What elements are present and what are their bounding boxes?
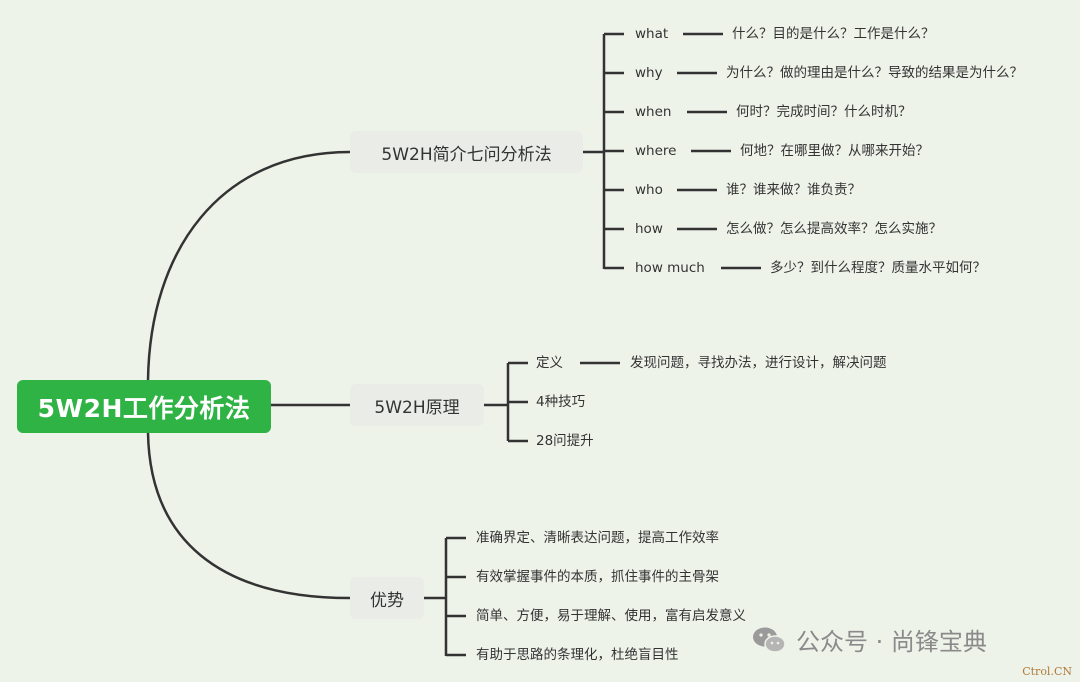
advantage-item-2: 简单、方便，易于理解、使用，富有启发意义 [476, 608, 746, 624]
advantage-item-3: 有助于思路的条理化，杜绝盲目性 [476, 647, 679, 663]
intro-key-6: how much [635, 260, 705, 276]
principle-key-1: 4种技巧 [536, 394, 586, 410]
intro-stubs [604, 32, 761, 270]
intro-key-1: why [635, 65, 663, 81]
intro-desc-1: 为什么？做的理由是什么？导致的结果是为什么？ [726, 65, 1023, 81]
advantage-stubs [446, 536, 466, 657]
advantage-item-1: 有效掌握事件的本质，抓住事件的主骨架 [476, 569, 719, 585]
intro-desc-5: 怎么做？怎么提高效率？怎么实施？ [726, 221, 942, 237]
intro-desc-2: 何时？完成时间？什么时机？ [736, 104, 912, 120]
watermark-text: 公众号 · 尚锋宝典 [796, 628, 987, 656]
advantage-item-0: 准确界定、清晰表达问题，提高工作效率 [476, 530, 719, 546]
watermark: 公众号 · 尚锋宝典 [752, 622, 987, 657]
principle-key-2: 28问提升 [536, 433, 594, 449]
branch-advantage: 优势 [350, 577, 424, 619]
intro-desc-0: 什么？目的是什么？工作是什么？ [732, 26, 935, 42]
intro-key-3: where [635, 143, 677, 159]
wechat-icon [753, 627, 786, 653]
connector-root-intro [146, 150, 351, 381]
intro-desc-6: 多少？到什么程度？质量水平如何？ [770, 260, 986, 276]
branch-principle: 5W2H原理 [350, 384, 484, 426]
root-node: 5W2H工作分析法 [17, 380, 271, 433]
intro-key-0: what [635, 26, 669, 42]
intro-desc-3: 何地？在哪里做？从哪来开始？ [740, 143, 929, 159]
principle-key-0: 定义 [536, 355, 563, 371]
intro-key-2: when [635, 104, 672, 120]
principle-desc-0: 发现问题，寻找办法，进行设计，解决问题 [630, 355, 887, 371]
principle-stubs [508, 361, 620, 443]
corner-mark: Ctrol.CN [1022, 665, 1072, 678]
intro-desc-4: 谁？谁来做？谁负责？ [726, 182, 861, 198]
intro-key-4: who [635, 182, 663, 198]
intro-key-5: how [635, 221, 663, 237]
connector-root-advantage [146, 432, 351, 600]
branch-intro: 5W2H简介七问分析法 [350, 131, 583, 173]
